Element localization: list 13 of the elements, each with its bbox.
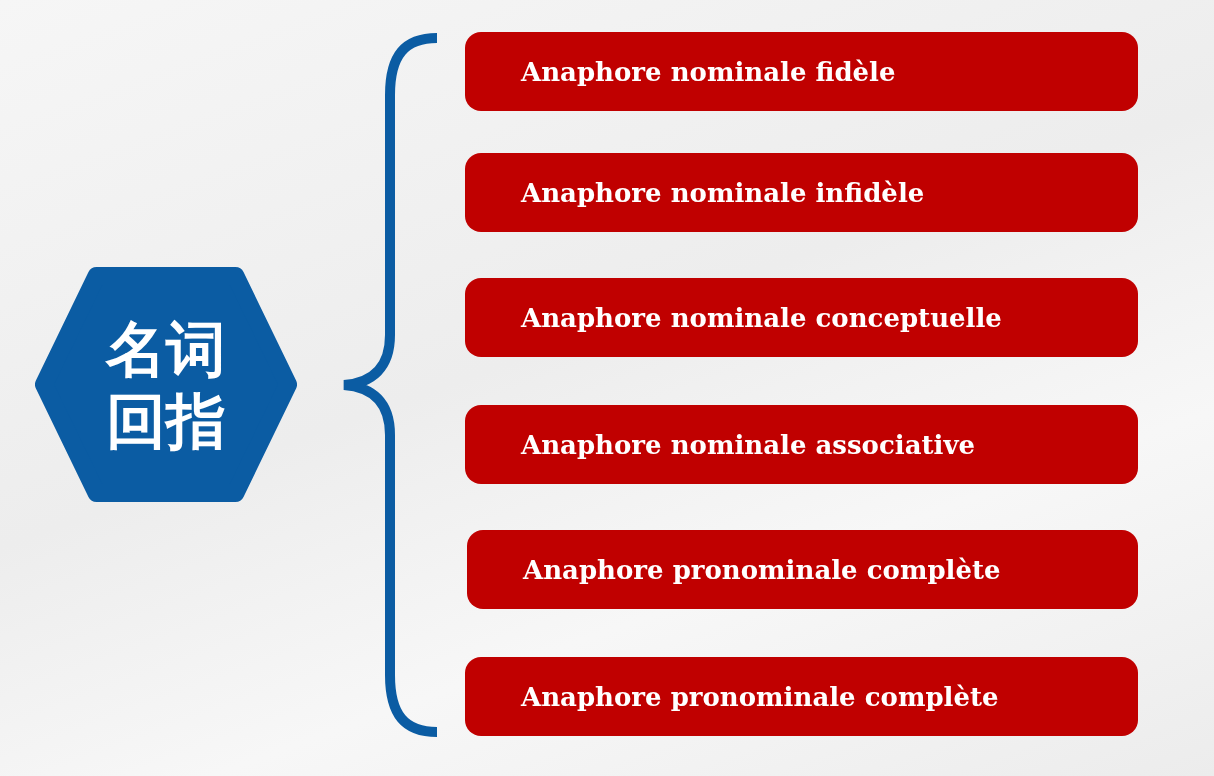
topic-text: Anaphore nominale conceptuelle bbox=[521, 302, 1002, 333]
topic-box bbox=[465, 278, 1138, 357]
topic-text: Anaphore pronominale complète bbox=[523, 554, 1001, 585]
topic-box bbox=[465, 405, 1138, 484]
topic-box bbox=[465, 32, 1138, 111]
topic-box bbox=[467, 530, 1138, 609]
topic-box bbox=[465, 657, 1138, 736]
node-title: 名词回指 bbox=[104, 312, 227, 457]
topic-text: Anaphore pronominale complète bbox=[521, 681, 999, 712]
topic-text: Anaphore nominale associative bbox=[521, 429, 976, 460]
topic-text: Anaphore nominale fidèle bbox=[521, 56, 896, 87]
topic-text: Anaphore nominale infidèle bbox=[521, 177, 925, 208]
topic-box bbox=[465, 153, 1138, 232]
